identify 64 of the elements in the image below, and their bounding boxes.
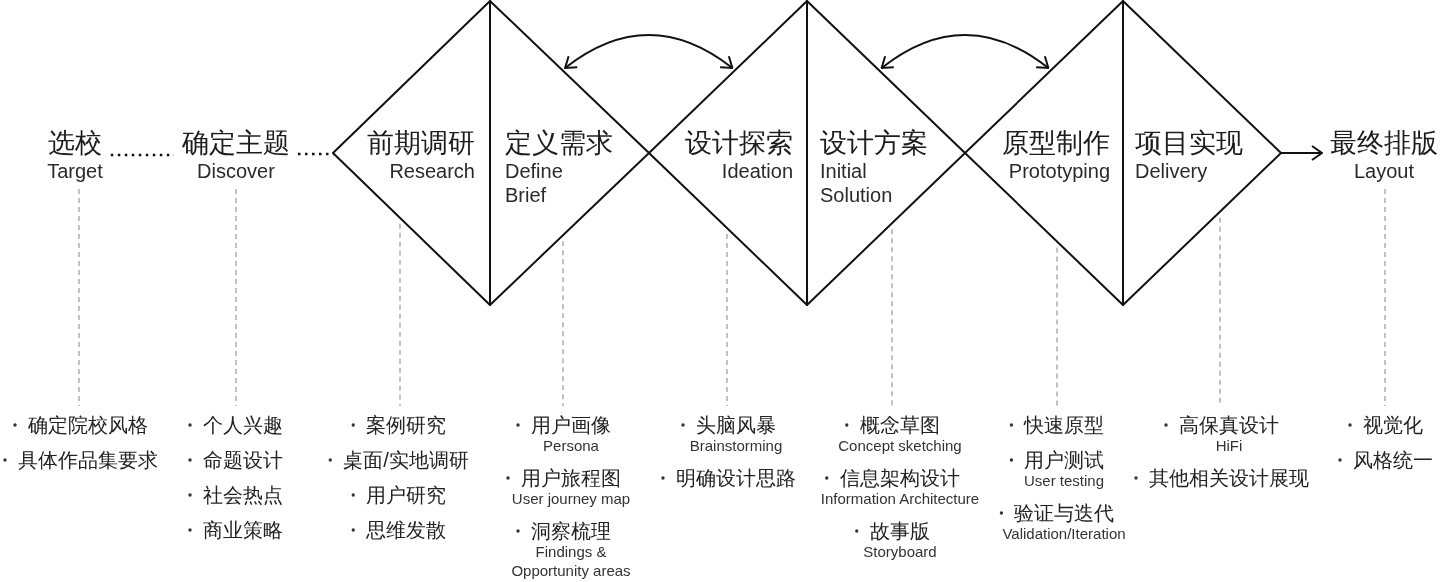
stage-subtitle: Research [388,159,475,183]
stage-subtitle: Target [47,159,103,183]
list-item: 风格统一 [1353,448,1433,473]
list-item: 桌面/实地调研 [343,448,469,473]
list-item: 商业策略 [203,518,283,543]
item-subtitle: HiFi [1215,436,1243,455]
list-item: 社会热点 [203,483,283,508]
list-item: 其他相关设计展现 [1149,466,1309,491]
list-item: 个人兴趣 [203,413,283,438]
stage-title: 原型制作 [1002,127,1110,159]
list-item: 故事版 [870,519,930,544]
stage-title: 项目实现 [1135,127,1243,159]
stage-title: 定义需求 [505,127,613,159]
stage-title: 确定主题 [182,127,290,159]
item-subtitle: Information Architecture [820,489,980,508]
item-subtitle: Persona [543,436,599,455]
list-item: 用户画像 [531,413,611,438]
list-item: 案例研究 [366,413,446,438]
list-item: 验证与迭代 [1014,501,1114,526]
stage-subtitle: Discover [196,159,276,183]
stage-title: 设计探索 [685,127,793,159]
list-item: 快速原型 [1024,413,1104,438]
stage-subtitle: Initial Solution [820,159,894,207]
list-item: 用户旅程图 [521,466,621,491]
item-subtitle: Findings & Opportunity areas [510,542,632,580]
list-item: 用户研究 [366,483,446,508]
list-item: 概念草图 [860,413,940,438]
list-item: 确定院校风格 [28,413,148,438]
stage-title: 最终排版 [1330,127,1438,159]
list-item: 信息架构设计 [840,466,960,491]
item-subtitle: Validation/Iteration [1002,524,1126,543]
arrow [1280,145,1323,161]
dashed-connector [78,188,80,407]
list-item: 思维发散 [366,518,446,543]
stage-subtitle: Layout [1352,159,1416,183]
dashed-connector [235,188,237,407]
list-item: 高保真设计 [1179,413,1279,438]
list-item: 用户测试 [1024,448,1104,473]
dashed-connector [399,223,401,407]
stage-subtitle: Delivery [1135,159,1209,183]
item-subtitle: User testing [1024,471,1104,490]
list-item: 具体作品集要求 [18,448,158,473]
dashed-connector [562,240,564,407]
stage-subtitle: Ideation [720,159,793,183]
list-item: 命题设计 [203,448,283,473]
dashed-connector [726,233,728,407]
item-subtitle: User journey map [511,489,631,508]
curved-double-arrow [564,34,734,69]
list-item: 明确设计思路 [676,466,796,491]
stage-title: 设计方案 [820,127,928,159]
item-subtitle: Concept sketching [838,436,962,455]
stage-subtitle: Define Brief [505,159,564,207]
list-item: 视觉化 [1363,413,1423,438]
dashed-connector [1384,188,1386,407]
dashed-connector [891,228,893,407]
stage-title: 选校 [47,127,103,159]
list-item: 洞察梳理 [531,519,611,544]
item-subtitle: Storyboard [863,542,937,561]
item-subtitle: Brainstorming [689,436,783,455]
curved-double-arrow [880,34,1050,69]
list-item: 头脑风暴 [696,413,776,438]
dashed-connector [1056,246,1058,407]
stage-title: 前期调研 [367,127,475,159]
stage-subtitle: Prototyping [1007,159,1110,183]
